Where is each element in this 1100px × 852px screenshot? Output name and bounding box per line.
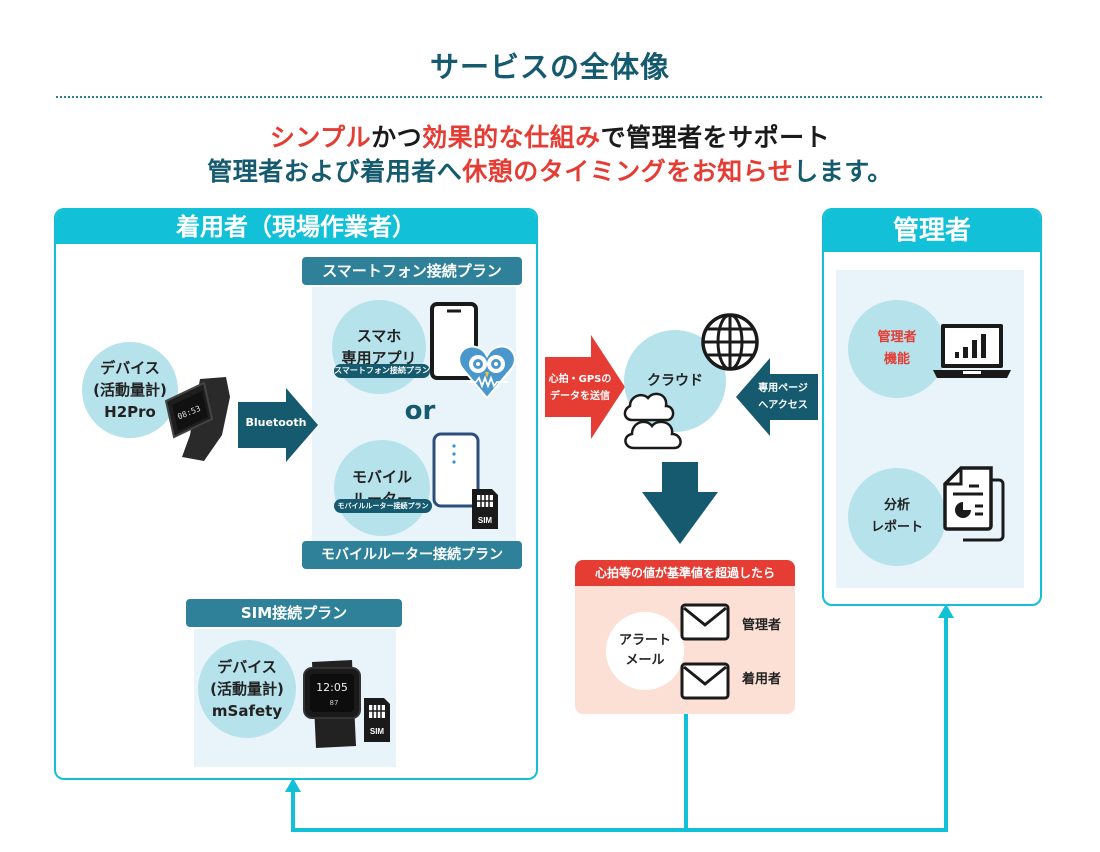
circle-text: メール <box>625 653 665 668</box>
connector-to-wearer <box>291 712 688 832</box>
subtitle-segment: 管理者および着用者へ <box>207 157 463 186</box>
arrow-text-line: データを送信 <box>550 391 610 402</box>
smartphone-plan-pill: スマートフォン接続プラン <box>334 364 430 378</box>
page-title: サービスの全体像 <box>429 50 670 84</box>
sim-card-icon: SIM <box>364 698 390 742</box>
analysis-report-circle: 分析 レポート <box>848 468 946 566</box>
report-document-icon <box>943 466 1005 542</box>
alert-mail-circle: アラート メール <box>606 612 684 690</box>
send-data-label: 心拍・GPSの データを送信 <box>545 371 615 405</box>
owl-heart-app-icon <box>458 345 516 400</box>
circle-text: アラート <box>618 633 671 648</box>
alert-recipient: 管理者 <box>742 618 782 633</box>
subtitle-line-2: 管理者および着用者へ休憩のタイミングをお知らせします。 <box>0 152 1100 188</box>
access-page-label: 専用ページ へアクセス <box>750 380 816 414</box>
subtitle-segment: で管理者をサポート <box>600 123 831 152</box>
down-arrow <box>642 462 718 544</box>
subtitle-line-1: シンプルかつ効果的な仕組みで管理者をサポート <box>0 118 1100 154</box>
send-data-arrow <box>545 335 625 439</box>
subtitle-segment: 効果的な仕組み <box>422 123 601 152</box>
router-plan-header: モバイルルーター接続プラン <box>302 541 522 569</box>
device-h2pro-circle: デバイス (活動量計) H2Pro <box>82 342 178 438</box>
circle-text: 専用アプリ <box>341 349 417 367</box>
dotted-divider <box>56 96 1042 98</box>
mobile-router-icon <box>432 432 480 508</box>
mail-icon-admin <box>680 603 730 641</box>
subtitle-segment: シンプル <box>269 123 372 152</box>
circle-text: 管理者 <box>877 330 917 345</box>
arrow-text-line: 心拍・GPSの <box>548 374 612 385</box>
smartphone-app-circle: スマホ 専用アプリ <box>332 300 426 394</box>
watch-time: 12:05 <box>316 681 348 694</box>
access-page-arrow <box>736 358 818 436</box>
admin-function-circle: 管理者 機能 <box>848 300 946 398</box>
sim-label: SIM <box>478 516 493 525</box>
mail-icon-wearer <box>680 662 730 700</box>
sim-plan-header: SIM接続プラン <box>186 599 402 627</box>
sim-label: SIM <box>370 727 385 736</box>
admin-panel-title: 管理者 <box>824 210 1040 252</box>
cloud-label: クラウド <box>647 373 703 389</box>
wearer-panel-title: 着用者（現場作業者） <box>56 210 536 244</box>
device-msafety-circle: デバイス (活動量計) mSafety <box>198 640 296 738</box>
connector-to-admin <box>686 616 948 832</box>
circle-text: H2Pro <box>104 403 156 421</box>
arrow-text-line: 専用ページ <box>758 383 808 394</box>
router-plan-pill: モバイルルーター接続プラン <box>334 499 432 513</box>
subtitle-segment: かつ <box>371 123 423 152</box>
smartphone-plan-header: スマートフォン接続プラン <box>302 257 522 285</box>
circle-text: デバイス <box>217 658 277 676</box>
sim-card-icon: SIM <box>472 489 498 529</box>
arrowhead-to-wearer <box>285 778 301 792</box>
subtitle-segment: します。 <box>793 157 893 186</box>
circle-text: (活動量計) <box>93 381 167 399</box>
bluetooth-arrow <box>238 388 318 462</box>
circle-text: モバイル <box>351 468 412 486</box>
circle-text: (活動量計) <box>210 680 284 698</box>
laptop-chart-icon <box>933 324 1011 378</box>
bluetooth-label: Bluetooth <box>245 416 307 429</box>
arrow-text-line: へアクセス <box>758 400 808 411</box>
cloud-icon <box>623 392 682 450</box>
circle-text: 分析 <box>883 498 910 513</box>
or-label: or <box>404 396 436 426</box>
msafety-watch-image: 12:05 87 <box>303 660 361 748</box>
alert-header: 心拍等の値が基準値を超過したら <box>575 560 795 586</box>
h2pro-watch-image: 08:53 <box>164 377 230 461</box>
circle-text: レポート <box>870 520 923 535</box>
circle-text: mSafety <box>211 702 283 720</box>
mobile-router-circle: モバイル ルーター <box>334 440 430 536</box>
subtitle-segment: 休憩のタイミングをお知らせ <box>462 157 794 186</box>
arrowhead-to-admin <box>938 604 954 618</box>
circle-text: デバイス <box>100 359 160 377</box>
circle-text: 機能 <box>883 352 910 367</box>
circle-text: スマホ <box>356 327 402 345</box>
globe-icon <box>701 313 759 371</box>
alert-recipient: 着用者 <box>742 672 782 687</box>
watch-heart-rate: 87 <box>330 699 339 707</box>
